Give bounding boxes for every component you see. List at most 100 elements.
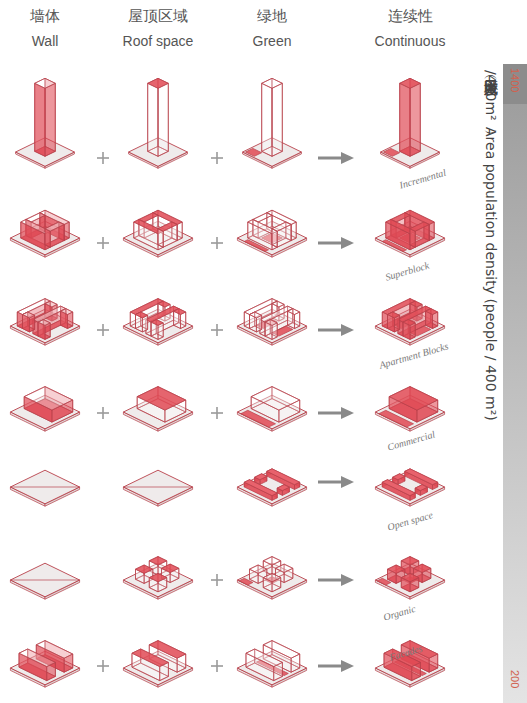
- typology-label: Incremental: [398, 167, 447, 191]
- building-roof: [265, 320, 277, 326]
- building-wall: [429, 222, 434, 241]
- building-roof: [132, 649, 168, 667]
- green-mound: [255, 474, 267, 480]
- building-roof: [263, 557, 280, 565]
- column-header: 屋顶区域: [128, 8, 188, 25]
- building-roof: [272, 301, 284, 307]
- green-mound: [244, 480, 277, 496]
- building-roof: [149, 557, 166, 565]
- plus-sign: [102, 237, 104, 249]
- arrow-head: [341, 476, 354, 488]
- building-wall: [45, 229, 50, 248]
- building-illustration: [16, 78, 75, 168]
- building-roof: [136, 565, 153, 573]
- column-header: 绿地: [257, 8, 287, 25]
- ground-plane: [10, 563, 79, 597]
- building-roof: [38, 320, 50, 326]
- building-roof: [45, 301, 57, 307]
- green-mound: [267, 469, 300, 485]
- building-illustration: [10, 470, 79, 506]
- arrow-head: [341, 324, 354, 336]
- building-illustration: [237, 557, 306, 600]
- column-header: Roof space: [123, 34, 194, 49]
- building-roof: [401, 573, 418, 581]
- green-mound: [405, 469, 438, 485]
- building-wall: [272, 83, 282, 156]
- column-header: Green: [253, 34, 292, 49]
- green-mound: [382, 480, 415, 496]
- column-header: 连续性: [388, 8, 433, 25]
- typology-label: Apartment Blocks: [378, 340, 450, 370]
- green-area: [246, 148, 262, 156]
- building-roof: [24, 387, 72, 411]
- building-illustration: [243, 78, 302, 168]
- building-illustration: [375, 299, 444, 346]
- green-mound: [393, 474, 405, 480]
- arrow-head: [341, 407, 354, 419]
- building-roof: [162, 564, 179, 572]
- arrow-shaft: [318, 329, 343, 332]
- plus-sign: [216, 660, 218, 672]
- building-roof: [414, 564, 431, 572]
- building-illustration: [10, 641, 79, 688]
- building-illustration: [381, 78, 440, 168]
- scale-value: 200: [509, 670, 521, 688]
- plus-sign: [216, 237, 218, 249]
- building-roof: [148, 78, 169, 88]
- plus-sign: [102, 324, 104, 336]
- building-illustration: [10, 210, 79, 257]
- arrow-head: [341, 660, 354, 672]
- ground-plane: [10, 470, 79, 504]
- building-roof: [19, 649, 55, 667]
- building-roof: [288, 309, 300, 315]
- building-roof: [272, 222, 291, 231]
- arrow-shaft: [318, 412, 343, 415]
- building-illustration: [237, 387, 306, 432]
- typology-label: Commercial: [386, 428, 436, 452]
- ground-plane: [123, 470, 192, 504]
- ground-plane: [375, 470, 444, 504]
- building-wall: [158, 229, 163, 248]
- building-illustration: [123, 641, 192, 688]
- axis-title: 区域人口密度（人/400m²）: [483, 70, 498, 121]
- building-wall: [64, 222, 69, 241]
- arrow-shaft: [318, 242, 343, 245]
- building-roof: [250, 565, 267, 573]
- green-area: [384, 148, 400, 156]
- arrow-head: [341, 152, 354, 164]
- density-bar: [503, 64, 527, 703]
- building-wall: [35, 83, 45, 156]
- building-roof: [276, 564, 293, 572]
- building-illustration: [237, 469, 306, 506]
- green-mound: [415, 485, 427, 491]
- plus-sign: [216, 152, 218, 164]
- building-roof: [388, 312, 400, 318]
- building-roof: [246, 649, 282, 667]
- typology-label: Organic: [382, 603, 417, 623]
- ground-diagonal: [123, 487, 192, 488]
- axis-title: Area population density (people / 400 m²…: [483, 127, 498, 421]
- building-roof: [263, 573, 280, 581]
- building-illustration: [237, 210, 306, 257]
- ground-diagonal: [10, 580, 79, 581]
- building-roof: [400, 78, 421, 88]
- building-illustration: [375, 641, 444, 688]
- building-illustration: [123, 210, 192, 257]
- scale-value: 1400: [509, 68, 521, 92]
- ground-diagonal: [10, 487, 79, 488]
- building-wall: [410, 83, 420, 156]
- building-illustration: [129, 78, 188, 168]
- building-wall: [272, 229, 277, 248]
- typology-label: Superblock: [384, 260, 430, 283]
- building-illustration: [123, 470, 192, 506]
- building-illustration: [123, 299, 192, 346]
- building-roof: [35, 78, 56, 88]
- arrow-shaft: [318, 579, 343, 582]
- building-roof: [137, 387, 186, 411]
- column-header: Wall: [32, 34, 59, 49]
- building-roof: [151, 320, 163, 326]
- building-roof: [149, 573, 166, 581]
- arrow-head: [341, 237, 354, 249]
- green-mound: [277, 485, 289, 491]
